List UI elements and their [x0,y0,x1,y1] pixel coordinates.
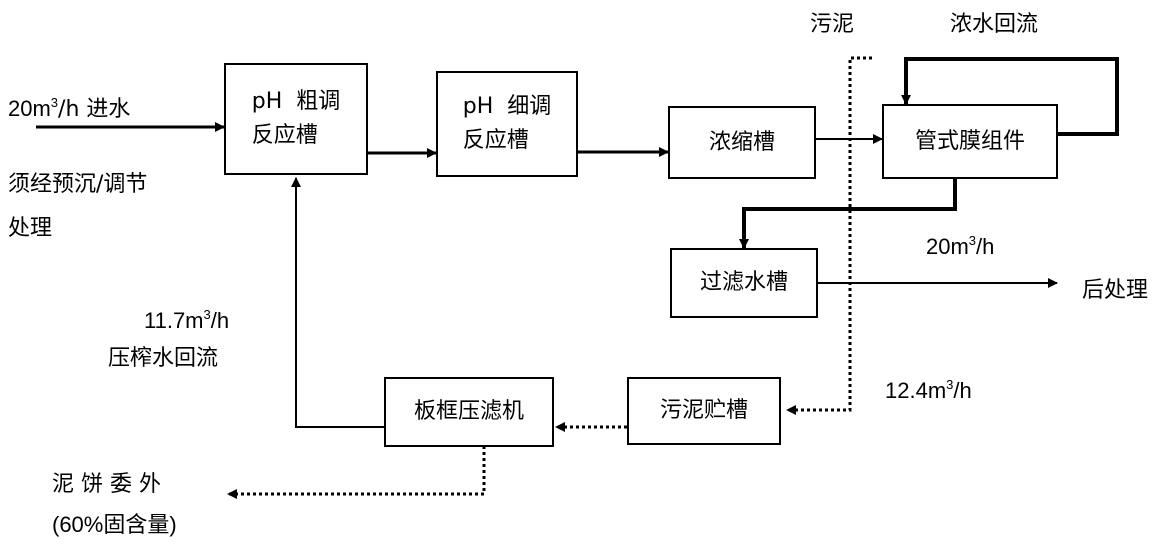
coarse-ph-tank-line1: pH 粗调 [251,89,341,114]
inflow-unit: /h 进水 [58,97,131,122]
coarse-ph-tank: pH 粗调 反应槽 [224,63,368,175]
filtrate-tank: 过滤水槽 [670,248,818,318]
cake-label-line1: 泥 饼 委 外 [52,472,161,497]
press-return-text: 压榨水回流 [108,346,219,371]
plate-frame-filter-press: 板框压滤机 [384,377,554,447]
concentrate-return-loop [901,57,1119,136]
sludge-label: 污泥 [810,12,855,37]
membrane-to-filtrate-arrow [739,178,957,249]
filtrate-tank-label: 过滤水槽 [699,270,788,295]
press-return-rate-label: 11.7m3/h [144,302,229,334]
filter-press-label: 板框压滤机 [413,399,524,424]
inflow-rate: 20m [8,96,51,121]
press-to-cake-arrow [227,446,486,499]
concentration-tank-label: 浓缩槽 [708,129,775,155]
tubular-membrane-module: 管式膜组件 [882,104,1058,179]
fine-ph-tank-line1: pH 细调 [462,94,552,119]
membrane-outflow-rate: 20m [926,234,969,259]
tubular-membrane-label: 管式膜组件 [914,128,1025,154]
fine-ph-tank: pH 细调 反应槽 [436,71,578,177]
inflow-note-line2: 处理 [8,216,53,241]
inflow-rate-sup: 3 [50,95,59,110]
concentrate-return-label: 浓水回流 [950,12,1039,37]
membrane-outflow-unit: /h [976,234,995,259]
inflow-rate-label: 20m3/h 进水 [8,90,130,123]
press-return-rate: 11.7m [144,308,204,333]
press-return-unit: /h [210,308,230,333]
sludge-storage-tank: 污泥贮槽 [627,377,781,445]
press-water-return-arrow [291,177,384,428]
inflow-note-line1: 须经预沉/调节 [8,172,148,197]
post-treatment-label: 后处理 [1082,278,1149,303]
sludge-flow-sup: 3 [946,377,954,392]
sludge-storage-label: 污泥贮槽 [659,398,748,423]
cake-label-line2: (60%固含量) [52,512,177,537]
sludge-dotted-line [786,56,872,415]
press-return-sup: 3 [203,307,211,322]
coarse-ph-tank-line2: 反应槽 [251,123,318,148]
fine-ph-tank-line2: 反应槽 [462,128,529,153]
concentration-tank: 浓缩槽 [668,106,816,179]
sludge-flow-label: 12.4m3/h [885,372,972,404]
membrane-outflow-sup: 3 [968,233,977,248]
sludge-flow-rate: 12.4m [885,378,947,403]
membrane-outflow-label: 20m3/h [926,228,994,260]
sludge-flow-unit: /h [953,378,972,403]
